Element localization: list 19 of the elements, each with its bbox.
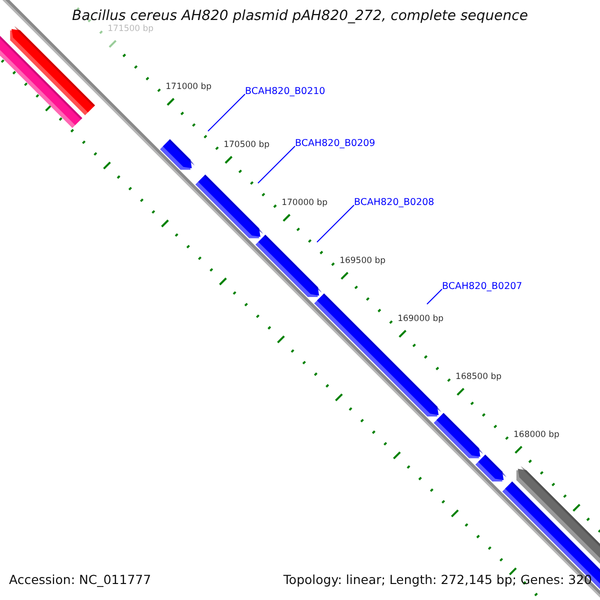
tick-label: 169500 bp bbox=[340, 256, 386, 267]
gene-label: BCAH820_B0208 bbox=[354, 198, 434, 209]
leader-line bbox=[258, 146, 296, 184]
sequence-info-text: Topology: linear; Length: 272,145 bp; Genes: 320 bbox=[283, 573, 592, 588]
accession-text: Accession: NC_011777 bbox=[9, 573, 152, 588]
tick-label: 171000 bp bbox=[166, 82, 212, 93]
leader-line bbox=[208, 94, 246, 132]
tick-label: 168500 bp bbox=[456, 372, 502, 382]
tick-label: 169000 bp bbox=[398, 314, 444, 325]
title: Bacillus cereus AH820 plasmid pAH820_272, complete sequence bbox=[71, 8, 529, 24]
gene-label: BCAH820_B0209 bbox=[295, 139, 376, 150]
tick-label: 171500 bp bbox=[108, 24, 154, 35]
leader-line bbox=[426, 288, 442, 305]
gene-label: BCAH820_B0207 bbox=[442, 282, 522, 293]
gene-label: BCAH820_B0210 bbox=[245, 87, 326, 98]
tick-label: 168000 bp bbox=[514, 430, 560, 440]
tick-label: 170500 bp bbox=[224, 140, 270, 151]
tick-label: 170000 bp bbox=[282, 198, 328, 209]
leader-line bbox=[316, 204, 354, 243]
